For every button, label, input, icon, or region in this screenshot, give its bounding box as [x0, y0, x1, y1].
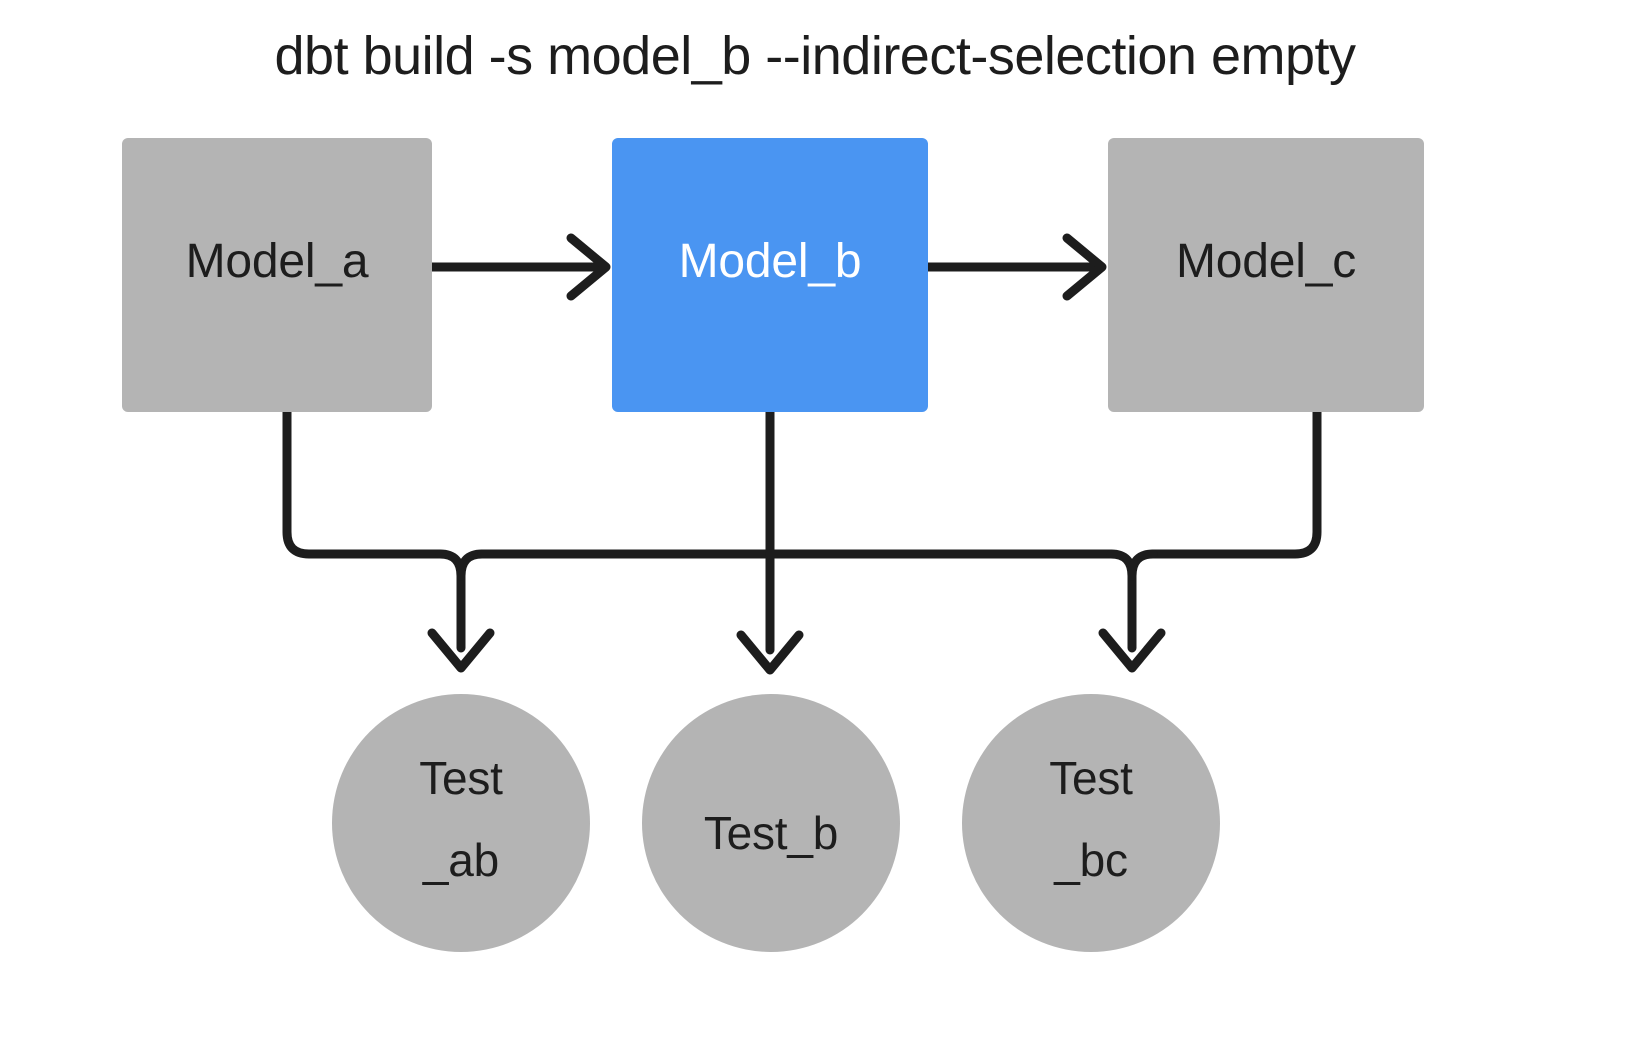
node-test-bc-label: Test _bc	[1049, 752, 1133, 886]
node-model-c-label: Model_c	[1175, 235, 1357, 288]
arrowhead-test-ab	[427, 628, 495, 673]
arrowhead-model-a-to-model-b	[566, 233, 611, 301]
edge-model-b-to-test-bc	[1127, 549, 1158, 581]
node-test-bc[interactable]: Test _bc	[962, 694, 1220, 952]
node-model-c[interactable]: Model_c	[1108, 138, 1424, 412]
arrowhead-model-b-to-model-c	[1062, 233, 1107, 301]
node-model-a-label: Model_a	[185, 235, 369, 288]
edge-model-a-to-test-ab	[282, 407, 445, 559]
node-test-b-label: Test_b	[703, 807, 839, 859]
page-title: dbt build -s model_b --indirect-selectio…	[274, 26, 1357, 86]
node-test-ab-label: Test _ab	[419, 752, 503, 886]
edge-model-b-to-test-ab	[456, 549, 487, 581]
node-model-a[interactable]: Model_a	[122, 138, 432, 412]
node-model-b-label: Model_b	[678, 235, 862, 288]
edge-model-c-to-test-bc	[1148, 407, 1322, 559]
arrowhead-test-bc	[1098, 628, 1166, 673]
arrowhead-test-b	[736, 630, 804, 675]
node-test-b[interactable]: Test_b	[642, 694, 900, 952]
node-model-b[interactable]: Model_b	[612, 138, 928, 412]
node-test-ab[interactable]: Test _ab	[332, 694, 590, 952]
